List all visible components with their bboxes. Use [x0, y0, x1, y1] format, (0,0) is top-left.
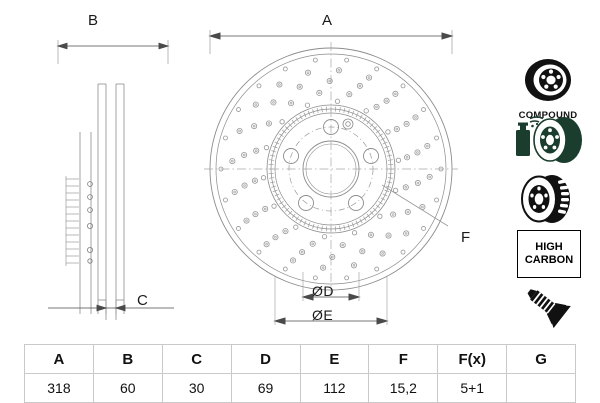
high-carbon-badge: HIGH CARBON [517, 230, 581, 278]
table-header-g: G [506, 344, 576, 374]
table-value-e: 112 [299, 373, 370, 403]
dimension-label-b: B [88, 12, 99, 29]
table-header-c: C [161, 344, 232, 374]
dimension-label-bolt-circle: ØE [312, 307, 334, 323]
table-value-row: 318 60 30 69 112 15,2 5+1 [24, 373, 576, 403]
vented-disc-icon [500, 174, 596, 231]
table-value-d: 69 [230, 373, 301, 403]
table-header-f: F [368, 344, 439, 374]
table-value-g [506, 373, 576, 403]
high-carbon-line1: HIGH [535, 241, 563, 254]
side-view-drawing [48, 40, 174, 320]
high-carbon-line2: CARBON [524, 254, 574, 266]
table-header-b: B [92, 344, 163, 374]
dimension-label-c: C [137, 292, 149, 309]
front-view-drawing [204, 30, 458, 325]
feature-icon-panel: COMPOUND [500, 58, 596, 338]
compound-disc-icon: COMPOUND [500, 58, 596, 121]
specification-table: A B C D E F F(x) G 318 60 30 69 112 15,2… [24, 344, 576, 403]
table-header-fx: F(x) [437, 344, 508, 374]
table-value-a: 318 [24, 373, 94, 403]
dimension-label-bore: ØD [312, 283, 334, 299]
coating-spray-disc-icon [500, 114, 596, 171]
countersunk-screw-icon [500, 280, 596, 337]
dimension-label-a: A [322, 12, 333, 29]
table-header-row: A B C D E F F(x) G [24, 344, 576, 374]
table-value-fx: 5+1 [437, 373, 508, 403]
compound-icon-caption: COMPOUND [518, 110, 578, 121]
table-header-d: D [230, 344, 301, 374]
table-value-b: 60 [92, 373, 163, 403]
table-value-c: 30 [161, 373, 232, 403]
table-header-a: A [24, 344, 94, 374]
table-header-e: E [299, 344, 370, 374]
leader-label-f: F [461, 229, 471, 246]
table-value-f: 15,2 [368, 373, 439, 403]
